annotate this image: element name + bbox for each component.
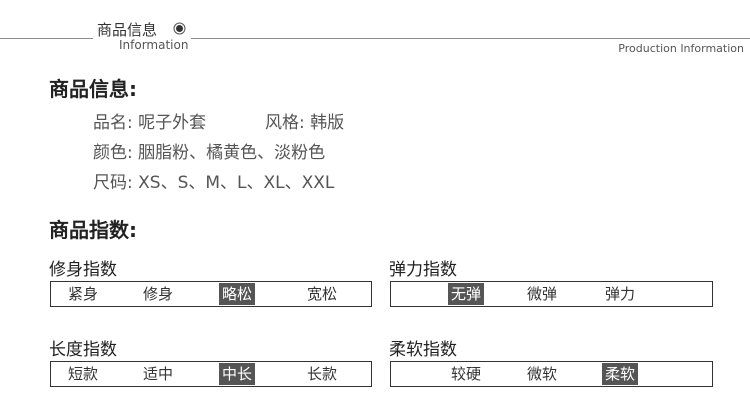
name-value: 呢子外套	[138, 113, 207, 133]
softness-index-title: 柔软指数	[389, 340, 457, 360]
length-index-scale: 短款 适中 中长 长款	[50, 361, 372, 387]
fit-index-scale: 紧身 修身 略松 宽松	[50, 281, 372, 307]
fit-index-title: 修身指数	[49, 260, 117, 280]
product-index-title: 商品指数:	[49, 218, 137, 242]
fit-option-0: 紧身	[68, 285, 99, 303]
elasticity-option-1: 微弹	[527, 285, 558, 303]
fit-option-2: 略松	[219, 283, 256, 305]
info-row-name-style: 品名: 呢子外套 风格: 韩版	[93, 108, 344, 133]
elasticity-index-scale: 无弹 微弹 弹力	[390, 281, 713, 307]
size-label: 尺码:	[93, 173, 133, 193]
header-title-cn: 商品信息	[97, 21, 158, 39]
length-index-title: 长度指数	[49, 340, 117, 360]
name-label: 品名:	[93, 113, 133, 133]
softness-index-scale: 较硬 微软 柔软	[390, 361, 713, 387]
info-row-size: 尺码: XS、S、M、L、XL、XXL	[93, 168, 334, 193]
product-info-title: 商品信息:	[49, 77, 137, 101]
length-option-3: 长款	[307, 365, 338, 383]
elasticity-index-title: 弹力指数	[389, 260, 457, 280]
softness-option-2: 柔软	[602, 363, 639, 385]
color-label: 颜色:	[93, 143, 133, 163]
style-label: 风格:	[264, 113, 305, 133]
fit-option-3: 宽松	[307, 285, 338, 303]
header-rule-left	[0, 38, 93, 39]
softness-option-0: 较硬	[451, 365, 482, 383]
size-value: XS、S、M、L、XL、XXL	[138, 173, 335, 193]
softness-option-1: 微软	[527, 365, 558, 383]
header-title-en: Information	[119, 38, 189, 52]
elasticity-option-2: 弹力	[605, 285, 636, 303]
info-row-color: 颜色: 胭脂粉、橘黄色、淡粉色	[93, 138, 325, 163]
fit-option-1: 修身	[143, 285, 174, 303]
length-option-1: 适中	[143, 365, 174, 383]
elasticity-option-0: 无弹	[448, 283, 485, 305]
length-option-2: 中长	[219, 363, 256, 385]
header-rule-right	[191, 38, 750, 39]
style-value: 韩版	[310, 113, 345, 133]
length-option-0: 短款	[68, 365, 99, 383]
production-information-label: Production Information	[618, 42, 744, 55]
color-value: 胭脂粉、橘黄色、淡粉色	[138, 143, 326, 163]
target-dot-icon	[176, 25, 183, 32]
